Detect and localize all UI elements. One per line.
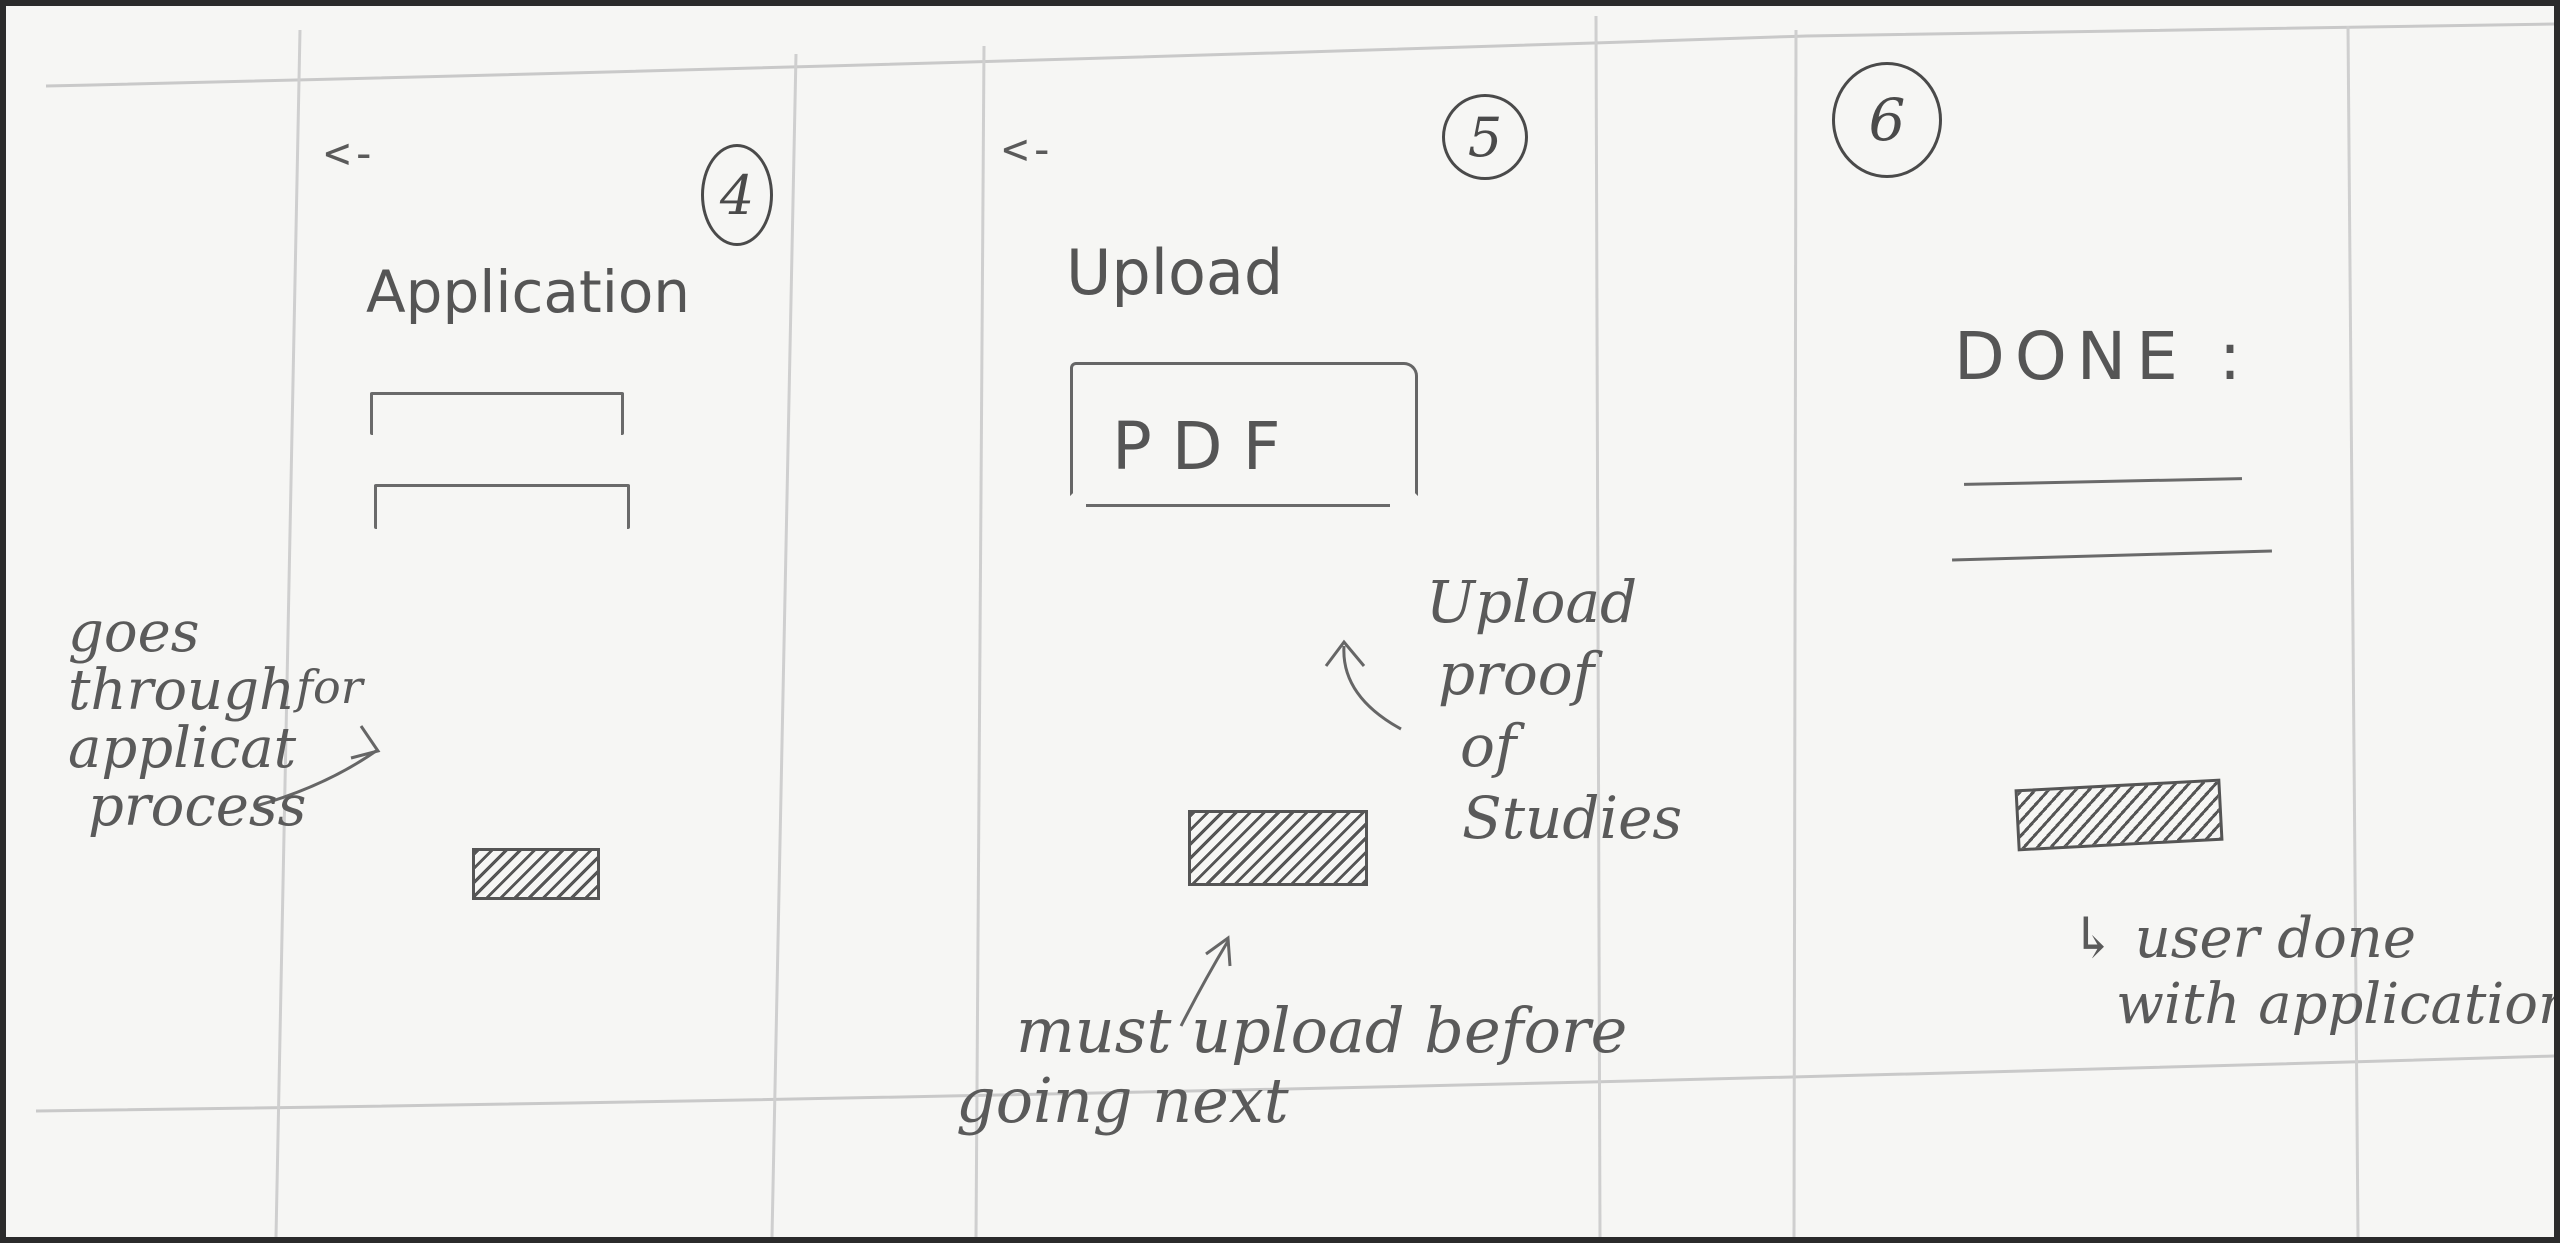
form-field-1[interactable] xyxy=(370,392,624,435)
screen-number-badge: 5 xyxy=(1442,94,1528,180)
screen-number-badge: 6 xyxy=(1832,62,1942,178)
screen-title: Upload xyxy=(1066,236,1284,309)
paper-grid-lines xyxy=(35,15,2554,1237)
back-arrow-icon[interactable]: <- xyxy=(324,128,377,179)
annotation-line: ↳ user done xyxy=(2070,906,2417,971)
done-button[interactable] xyxy=(2014,778,2224,852)
annotation-line: goes xyxy=(68,600,200,665)
next-button[interactable] xyxy=(1188,810,1368,886)
pdf-box-underline xyxy=(1086,504,1390,507)
pdf-box-label: PDF xyxy=(1112,408,1301,485)
sketch-sheet: <- 4 Application goes through applicat p… xyxy=(6,6,2554,1237)
annotation-line: Studies xyxy=(1462,784,1683,852)
annotation-line: with application xyxy=(2116,972,2554,1037)
pdf-upload-box[interactable] xyxy=(1070,362,1418,496)
annotation-line: Upload xyxy=(1426,568,1638,636)
back-arrow-icon[interactable]: <- xyxy=(1002,124,1055,175)
annotation-line: through xyxy=(68,658,296,723)
screen-number-badge: 4 xyxy=(701,144,773,246)
annotation-line: going next xyxy=(956,1064,1289,1137)
annotation-line: of xyxy=(1460,712,1517,780)
form-field-2[interactable] xyxy=(374,484,630,529)
screen-title: DONE : xyxy=(1954,318,2252,395)
annotation-line: process xyxy=(88,774,307,839)
annotation-line: proof xyxy=(1438,640,1595,708)
annotation-line: must upload before xyxy=(1016,994,1628,1067)
annotation-user-done: ↳ user done with application xyxy=(2070,906,2554,1038)
next-button[interactable] xyxy=(472,848,600,900)
annotation-for: for xyxy=(296,660,363,714)
annotation-upload-proof: Upload proof of Studies xyxy=(1426,566,1682,854)
annotation-line: applicat xyxy=(68,716,297,781)
annotation-applicat-process: goes through applicat process xyxy=(68,604,306,836)
screen-title: Application xyxy=(366,258,691,326)
annotation-must-upload: must upload before going next xyxy=(956,996,1627,1136)
